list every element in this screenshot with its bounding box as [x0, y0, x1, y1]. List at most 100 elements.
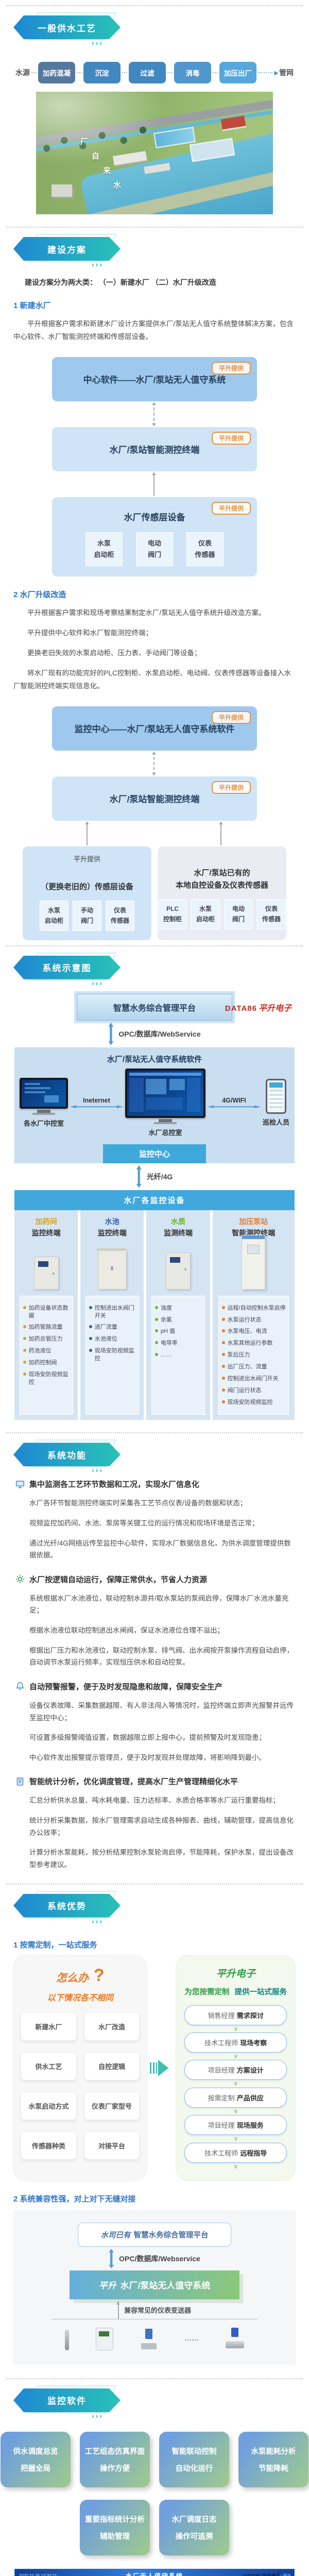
replaced-sensor-box: 平升提供 （更换老旧的）传感层设备 水泵 启动柜 手动 阀门 [23, 846, 151, 940]
card-line2: 自动化运行 [175, 2464, 213, 2473]
sub-box: 水泵 启动柜 [191, 899, 220, 929]
arrow-right-icon [150, 2059, 173, 2076]
list-item: 浊度 [154, 1304, 202, 1312]
monitor-base [154, 1122, 177, 1124]
dotted-connector [213, 72, 218, 73]
list-item: 加药控制阀 [23, 1359, 70, 1367]
step-action: 需求探讨 [236, 2011, 264, 2020]
service-step: 项目经理现场服务 [184, 2115, 287, 2136]
exit-button[interactable]: ○ 退出 [279, 2573, 291, 2576]
cabinet-icon [33, 1256, 59, 1290]
flow-step-box: 沉淀 [83, 62, 121, 83]
dotted-connector [31, 72, 37, 73]
card-line2: 操作方便 [100, 2464, 130, 2473]
service-step-wrap: 项目经理现场服务 ∨ [182, 2115, 289, 2142]
question-mark: ? [93, 1965, 105, 1985]
item-text: 药池液位 [28, 1348, 52, 1354]
step-role: 项目经理 [208, 2122, 235, 2130]
step-role: 技术工程师 [204, 2149, 238, 2157]
function-paragraph: 中心软件发出报警提示管理员，便于及时发现并处理故障，将影响降到最小。 [29, 1753, 266, 1761]
box-label: 水厂/泵站已有的 本地自控设备及仪表传感器 [158, 867, 286, 892]
bullet-dot [89, 1325, 92, 1329]
bullet-dot [154, 1329, 158, 1333]
list-item: pH 值 [154, 1328, 202, 1335]
link-label: Ineternet [83, 1097, 110, 1105]
item-text: 现场安防视频监控 [94, 1348, 134, 1362]
function-block-2: 水厂按逻辑自动运行，保障正常供水，节省人力资源 系统根据水厂水池液位，联动控制水… [15, 1574, 294, 1669]
step-action: 现场服务 [236, 2122, 264, 2130]
panel-nodes: 各水厂中控室 Ineternet [20, 1068, 289, 1137]
bullet-dot [221, 1341, 225, 1345]
chevron-down-icon: ∨ [233, 2080, 238, 2088]
column-name: 加压泵站 [239, 1217, 268, 1226]
badge-label: 建设方案 [47, 245, 87, 255]
chevrons-icon: ››› [92, 1917, 104, 1925]
diagram-box-sensor-layer: 平升提供 水厂传感层设备 水泵 启动柜 电动 阀门 仪表 [52, 497, 257, 577]
sub-box-line2: 控制柜 [163, 916, 182, 923]
chevrons-icon: ››› [92, 260, 104, 268]
bottom-boxes: 平升提供 （更换老旧的）传感层设备 水泵 启动柜 手动 阀门 [0, 846, 309, 940]
upgrade-diagram: 平升提供 监控中心——水厂/泵站无人值守系统软件 平升提供 水厂/泵站智能测控终… [0, 706, 309, 940]
divider [6, 227, 303, 228]
function-paragraph: 计算分析水泵能耗，按分析结果控制水泵轮询启停，节能降耗，保护水泵，提出设备改型参… [29, 1849, 294, 1869]
cabinet-icon [165, 1252, 191, 1290]
bullet-dot [221, 1317, 225, 1321]
function-title: 自动预警报警，便于及时发现隐患和故障，保障安全生产 [15, 1681, 294, 1692]
provided-tag: 平升提供 [211, 431, 251, 445]
page: 一般供水工艺 ››› 水源 加药混凝 沉淀 过滤 [0, 5, 309, 2576]
feature-card: 重要指标统计分析 辅助管理 [80, 2499, 150, 2555]
double-arrow-icon [109, 2248, 114, 2268]
sub-box: 电动 阀门 [224, 899, 253, 929]
section-badge-process: 一般供水工艺 ››› [13, 12, 142, 48]
situation-box: 供水工艺 [21, 2052, 77, 2080]
list-item: 控制进出水阀门开关 [221, 1375, 286, 1383]
sub-box-line2: 阀门 [80, 917, 93, 925]
panel-title: 水厂/泵站无人值守系统软件 [107, 1055, 202, 1064]
scada-logo: DATA86˙平升电子 [243, 2572, 281, 2576]
monitor-screen [127, 1070, 203, 1116]
diagram-box-center-software: 平升提供 中心软件——水厂/泵站无人值守系统 [52, 357, 257, 401]
opc-link: OPC/数据库/WebService [0, 1022, 309, 1045]
box-label-line1: 水厂/泵站已有的 [194, 868, 250, 877]
function-paragraph: 根据水池液位联动控制进出水闸阀，保证水池液位合理不溢出； [29, 1626, 224, 1635]
situation-box: 对接平台 [83, 2131, 140, 2160]
monitor-icon [15, 1480, 25, 1488]
item-text: 水泵其他运行参数 [227, 1340, 273, 1347]
scada-title: 水厂无人值守系统 [15, 2571, 294, 2576]
flowmeter-icon [226, 2327, 244, 2350]
plan-heading-1: 1 新建水厂 [13, 301, 51, 310]
feature-card: 水泵能耗分析 节能降耗 [238, 2431, 308, 2487]
software-feature-cards: 供水调度总览 把握全局 工艺组态仿真界面 操作方便 智能联动控制 自动化运行 水… [0, 2431, 309, 2555]
function-title-text: 集中监测各工艺环节数据和工况，实现水厂信息化 [29, 1480, 200, 1489]
arrow-head [158, 2059, 169, 2076]
card-line1: 水厂调度日志 [171, 2515, 217, 2524]
service-step: 按需定制产品供应 [184, 2087, 287, 2108]
caption-char: 自 [92, 152, 100, 161]
provided-tag: 平升提供 [211, 361, 251, 375]
list-item: 现场安防视频监控 [23, 1371, 70, 1386]
feature-card: 智能联动控制 自动化运行 [159, 2431, 229, 2487]
sub-box-line2: 传感器 [262, 916, 281, 923]
bullet-dot [154, 1317, 158, 1321]
cabinet-icon [242, 1234, 266, 1290]
sub-box: 水泵 启动柜 [40, 900, 68, 931]
chevron-down-icon: ∨ [233, 2162, 238, 2170]
bullet-dot [23, 1325, 26, 1329]
solution-subtitle-2: 提供一站式服务 [234, 1988, 287, 1996]
sub-box: 仪表 传感器 [106, 900, 134, 931]
plan-intro: 建设方案分为两大类： （一）新建水厂 （二）水厂升级改造 [25, 278, 216, 286]
service-step: 技术工程师现场考察 [184, 2032, 287, 2053]
divider [6, 1432, 303, 1434]
service-step-wrap: 技术工程师远程指导 ∨ [182, 2142, 289, 2170]
scada-header: 2020.10.26 14:30:21 水厂无人值守系统 DATA86˙平升电子… [15, 2569, 294, 2576]
card-line2: 操作可追溯 [175, 2532, 213, 2541]
gear-icon [15, 1575, 25, 1584]
list-item: 进厂流量 [89, 1324, 136, 1331]
customization-panels: 怎么办 ? 以下情况各不相同 新建水厂水厂改造供水工艺自控逻辑水泵启动方式仪表厂… [13, 1955, 296, 2181]
function-paras: 汇总分析供水总量、吨水耗电量、压力达标率、水质合格率等水厂运行重要指标；统计分析… [15, 1794, 294, 1871]
function-title-text: 水厂按逻辑自动运行，保障正常供水，节省人力资源 [29, 1575, 208, 1584]
bullet-dot [154, 1306, 158, 1309]
service-steps: 销售经理需求探讨 ∨ 技术工程师现场考察 ∨ 项目经理方案设计 ∨ 按 [182, 2005, 289, 2170]
item-text: 加药总管压力 [28, 1336, 63, 1343]
item-text: 加药控制阀 [28, 1359, 57, 1366]
